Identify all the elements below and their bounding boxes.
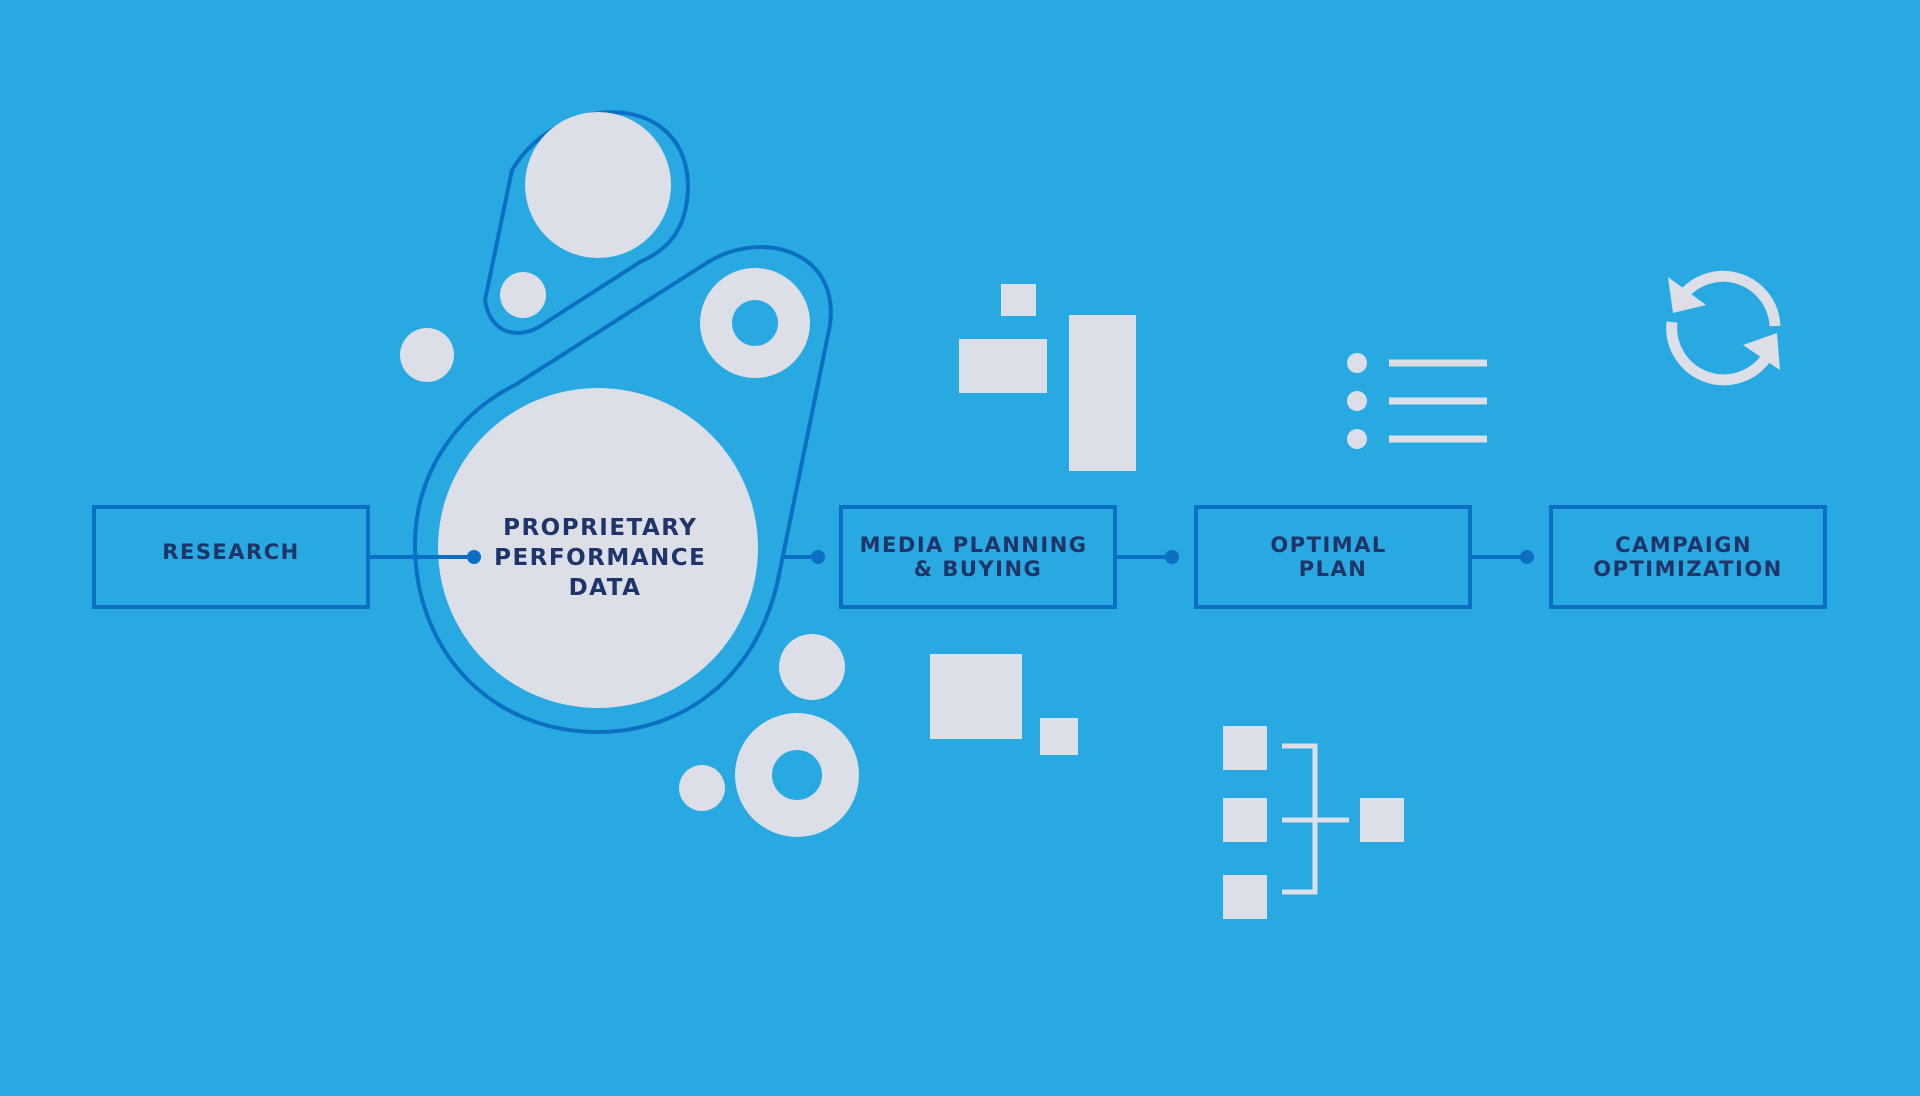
step-label-line: DATA [569,575,642,601]
ring-bottom-hole [772,750,822,800]
tree-node [1223,875,1267,919]
connector-dot [467,550,481,564]
step-label-line: RESEARCH [162,540,299,564]
step-label-optimal: OPTIMAL PLAN [1270,533,1395,581]
square-large [930,654,1022,739]
step-label-line: & BUYING [914,557,1043,581]
small-circle-top [500,272,546,318]
bar-block-tall [1069,315,1136,471]
list-bullet [1347,429,1367,449]
bar-blocks-icon [959,284,1136,471]
tree-node-root [1360,798,1404,842]
bar-block-wide [959,339,1047,393]
main-blob-outline [413,245,833,734]
refresh-arrowhead-bottom [1743,333,1780,370]
list-icon [1347,353,1487,449]
step-label-proprietary: PROPRIETARY PERFORMANCE DATA [494,515,716,601]
squares-icon [930,654,1078,755]
connectors [368,550,1534,564]
top-circle [525,112,671,258]
refresh-arrowhead-top [1668,277,1706,313]
list-bullet [1347,391,1367,411]
refresh-arc-top [1679,270,1781,327]
step-label-line: OPTIMIZATION [1593,557,1783,581]
step-label-line: CAMPAIGN [1615,533,1752,557]
list-bullet [1347,353,1367,373]
step-label-line: PLAN [1299,557,1368,581]
step-label-campaign: CAMPAIGN OPTIMIZATION [1593,533,1783,581]
small-circle-bottom [679,765,725,811]
step-box-campaign [1549,505,1827,609]
step-label-line: PERFORMANCE [494,545,706,571]
square-small [1040,718,1078,755]
connector-dot [811,550,825,564]
small-circle-left [400,328,454,382]
step-label-line: MEDIA PLANNING [860,533,1088,557]
bar-block-small [1001,284,1036,316]
tree-node [1223,798,1267,842]
connector-dot [1165,550,1179,564]
hierarchy-tree-icon [1223,726,1404,919]
small-circle-right [779,634,845,700]
step-label-line: OPTIMAL [1270,533,1386,557]
ring-top-hole [732,300,778,346]
step-label-research: RESEARCH [162,540,299,564]
refresh-arc-bottom [1666,321,1771,386]
refresh-cycle-icon [1666,270,1781,386]
connector-dot [1520,550,1534,564]
central-circle [438,388,758,708]
step-label-line: PROPRIETARY [503,515,697,541]
step-label-media: MEDIA PLANNING & BUYING [860,533,1097,581]
tree-node [1223,726,1267,770]
shapes-cluster-icon [400,110,859,837]
